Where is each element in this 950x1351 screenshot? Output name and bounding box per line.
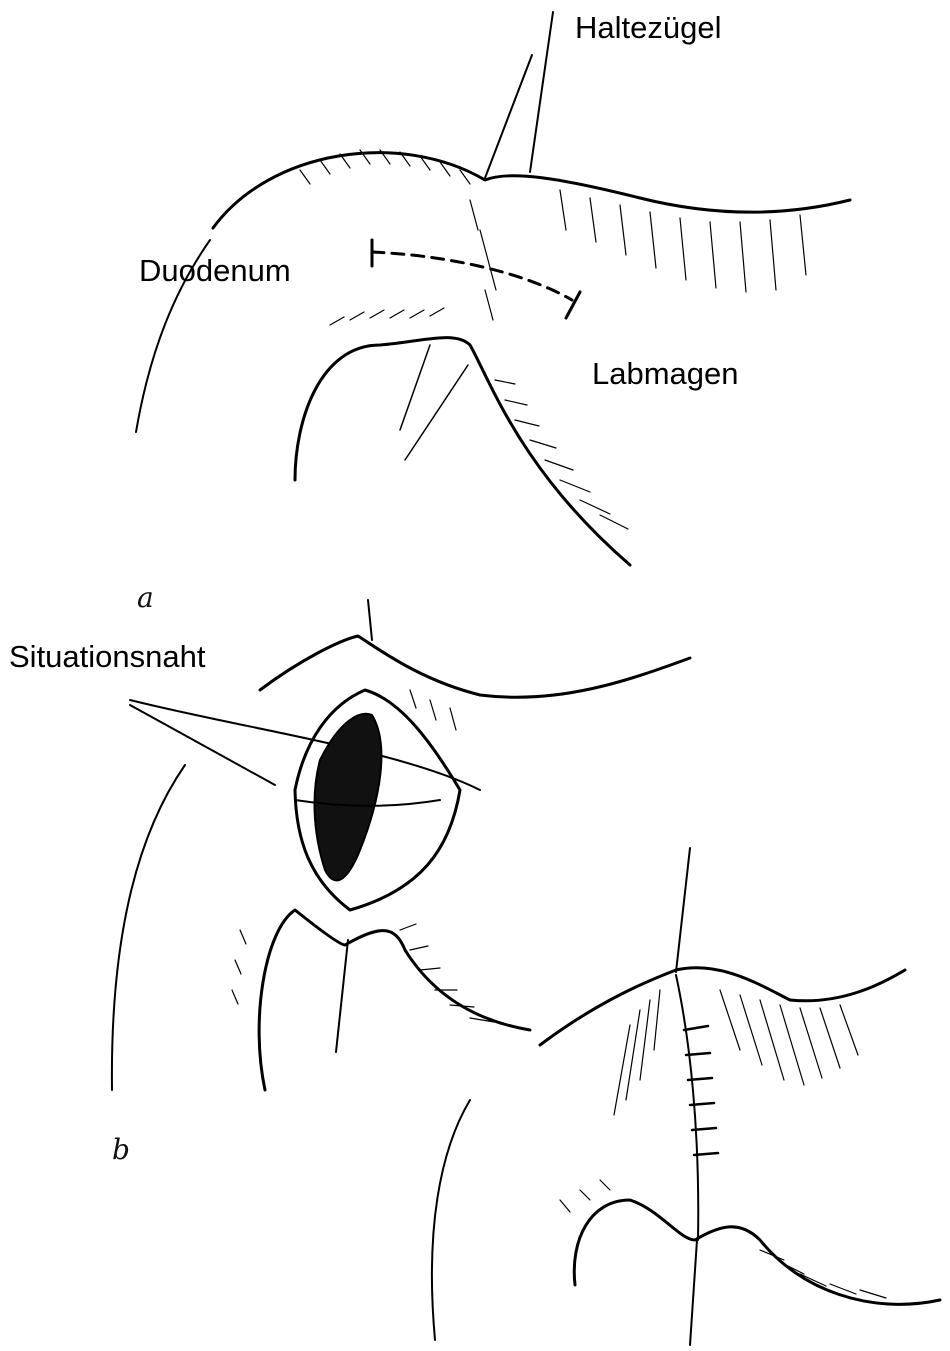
incision-end-mark (566, 292, 580, 318)
opening-interior (315, 714, 382, 881)
organ-lower-fold (295, 338, 630, 565)
organ-c-left-contour (432, 1100, 470, 1340)
panel-a-drawing (136, 12, 850, 565)
suture-thread-c-bottom (690, 1240, 697, 1345)
suture-thread-a (400, 345, 468, 460)
hatching-a (300, 150, 806, 529)
organ-b-left-contour (112, 765, 185, 1090)
planned-incision-line (372, 252, 572, 300)
label-situationsnaht: Situationsnaht (9, 641, 205, 672)
situationsnaht-thread (130, 700, 480, 790)
suture-thread-b-bottom (336, 940, 348, 1052)
label-labmagen: Labmagen (592, 358, 739, 389)
panel-label-b: b (112, 1136, 130, 1164)
panel-c-drawing (432, 848, 940, 1345)
label-duodenum: Duodenum (139, 255, 291, 286)
suture-thread-b-top (368, 600, 372, 640)
closed-seam (676, 975, 698, 1240)
panel-label-a: a (137, 584, 154, 612)
organ-b-upper-contour (260, 636, 690, 697)
haltezuegel-suture (485, 12, 553, 178)
organ-b-lower-fold (259, 910, 530, 1090)
organ-c-lower-fold (574, 1200, 940, 1304)
label-haltezuegel: Haltezügel (575, 12, 721, 43)
suture-thread-c-top (676, 848, 690, 972)
hatching-c (560, 990, 886, 1298)
